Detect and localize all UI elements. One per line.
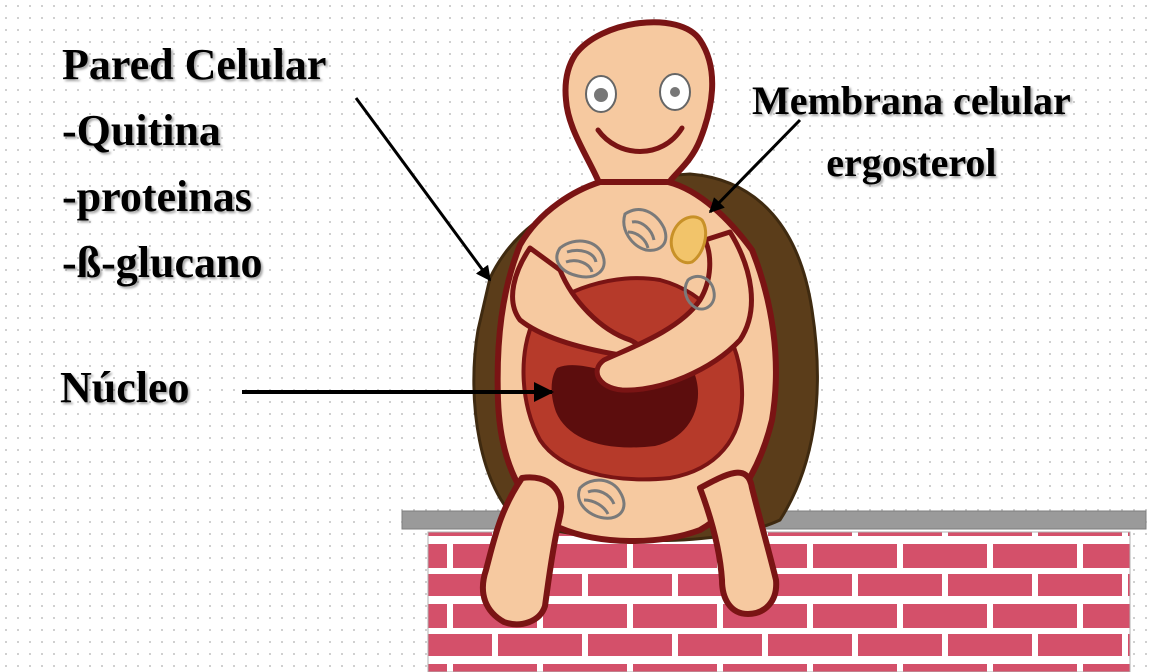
organelle-1-folds bbox=[565, 248, 598, 273]
head bbox=[562, 19, 716, 188]
right-pupil bbox=[670, 87, 680, 97]
cell-wall-item-glucan: -ß-glucano bbox=[62, 238, 263, 287]
organelle-1 bbox=[555, 239, 606, 279]
organelle-3 bbox=[683, 275, 716, 311]
cell-wall-item-chitin: -Quitina bbox=[62, 106, 221, 155]
cell-wall-label-group: Pared Celular -Quitina -proteinas -ß-glu… bbox=[62, 32, 326, 296]
cell-wall-arrow bbox=[354, 97, 492, 282]
membrane-label: Membrana celular bbox=[752, 78, 1071, 123]
organelle-2-folds bbox=[627, 220, 656, 249]
left-pupil bbox=[594, 88, 608, 102]
arms bbox=[510, 229, 754, 393]
smile bbox=[595, 125, 685, 154]
organelle-4-folds bbox=[583, 489, 616, 515]
cell-wall-item-proteins: -proteinas bbox=[62, 172, 252, 221]
membrane-label-group: Membrana celular ergosterol bbox=[752, 70, 1071, 194]
organelles bbox=[555, 208, 716, 520]
organelle-4 bbox=[577, 478, 626, 520]
organelle-2 bbox=[622, 208, 668, 252]
nucleus-label: Núcleo bbox=[60, 363, 190, 412]
organelle-yellow bbox=[669, 215, 708, 265]
legs bbox=[479, 469, 780, 628]
membrane-sublabel: ergosterol bbox=[826, 140, 997, 185]
membrane-arrow bbox=[708, 118, 802, 214]
cell-wall-title: Pared Celular bbox=[62, 40, 327, 89]
